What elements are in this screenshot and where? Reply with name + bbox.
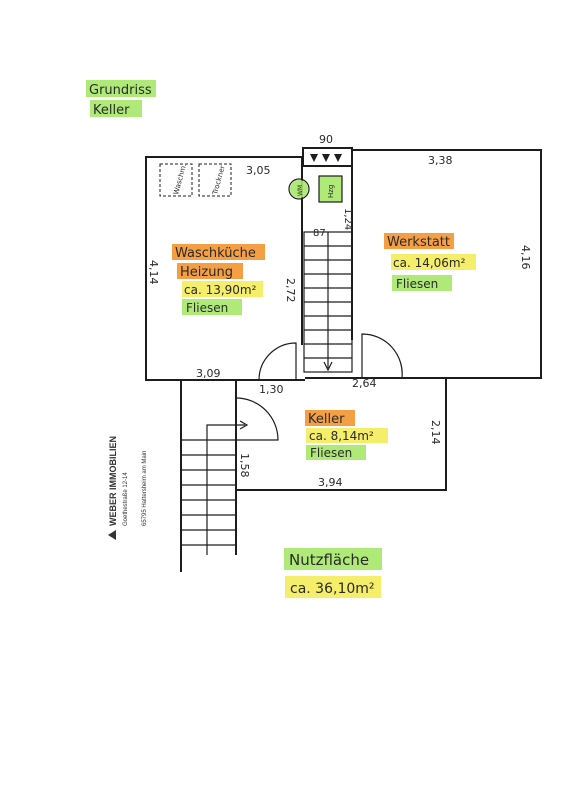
- doors: [235, 333, 403, 441]
- title-highlight-1: [86, 80, 156, 97]
- heater-highlight: [319, 176, 342, 202]
- room-waschkueche-name2: Heizung: [180, 265, 233, 280]
- logo-city: 65795 Hattersheim am Main: [142, 451, 148, 526]
- dim-top-small: 90: [319, 133, 333, 146]
- logo-company: WEBER IMMOBILIEN: [108, 436, 118, 526]
- summary-label: Nutzfläche: [289, 551, 369, 569]
- dim-bottom-mid: 1,30: [259, 383, 284, 396]
- dim-stair-top: 87: [313, 228, 326, 239]
- room-waschkueche-floor: Fliesen: [186, 301, 228, 315]
- dim-keller-bottom: 3,94: [318, 476, 343, 489]
- dim-keller-right: 2,14: [429, 420, 442, 445]
- room-keller: Keller ca. 8,14m² Fliesen: [305, 410, 388, 460]
- meter-label: WM: [297, 185, 304, 196]
- dim-bottom-right: 2,64: [352, 377, 377, 390]
- dim-bottom-left: 3,09: [196, 367, 221, 380]
- room-werkstatt: Werkstatt ca. 14,06m² Fliesen: [384, 233, 476, 291]
- room-waschkueche: Waschküche Heizung ca. 13,90m² Fliesen: [172, 244, 265, 315]
- dim-right-height: 4,16: [519, 245, 532, 270]
- title-line1: Grundriss: [89, 83, 152, 98]
- dim-top-left: 3,05: [246, 164, 271, 177]
- dim-top-right: 3,38: [428, 154, 453, 167]
- dryer-outline: [198, 163, 232, 197]
- meter-circle: [288, 178, 310, 200]
- room-werkstatt-floor: Fliesen: [396, 277, 438, 291]
- heater-label: Hzg: [327, 185, 335, 198]
- dryer-label: Trockner: [211, 165, 227, 197]
- room-keller-area: ca. 8,14m²: [309, 429, 374, 443]
- room-keller-name: Keller: [308, 412, 345, 427]
- lower-staircase: [181, 420, 249, 555]
- room-keller-floor: Fliesen: [310, 446, 352, 460]
- logo-icon: [108, 530, 116, 540]
- title-line2: Keller: [93, 103, 130, 118]
- heater-box: [318, 175, 343, 203]
- inner-staircase: [303, 231, 353, 373]
- summary: Nutzfläche ca. 36,10m²: [284, 548, 382, 598]
- room-werkstatt-area: ca. 14,06m²: [393, 256, 466, 270]
- fixtures: Waschm. Trockner WM Hzg: [159, 154, 343, 203]
- vent-triangle-1: [310, 154, 318, 162]
- room-waschkueche-area: ca. 13,90m²: [184, 283, 257, 297]
- washer-outline: [159, 163, 193, 197]
- vent-triangle-2: [322, 154, 330, 162]
- dim-keller-left: 1,58: [238, 453, 251, 478]
- dimensions: 90 3,05 3,38 4,14 4,16 87 1,24 2,72 3,09…: [147, 133, 532, 489]
- summary-value: ca. 36,10m²: [290, 581, 375, 597]
- company-logo: WEBER IMMOBILIEN Goethestraße 12-14 6579…: [108, 436, 148, 540]
- room-werkstatt-name: Werkstatt: [387, 235, 450, 250]
- room-waschkueche-name1: Waschküche: [175, 246, 256, 261]
- dim-left-height: 4,14: [147, 260, 160, 285]
- logo-street: Goethestraße 12-14: [123, 472, 129, 526]
- dim-stair-length: 2,72: [284, 278, 297, 303]
- dim-stair-height: 1,24: [342, 208, 353, 230]
- title-highlight-2: [90, 100, 142, 117]
- washer-label: Waschm.: [172, 163, 188, 196]
- vent-triangle-3: [334, 154, 342, 162]
